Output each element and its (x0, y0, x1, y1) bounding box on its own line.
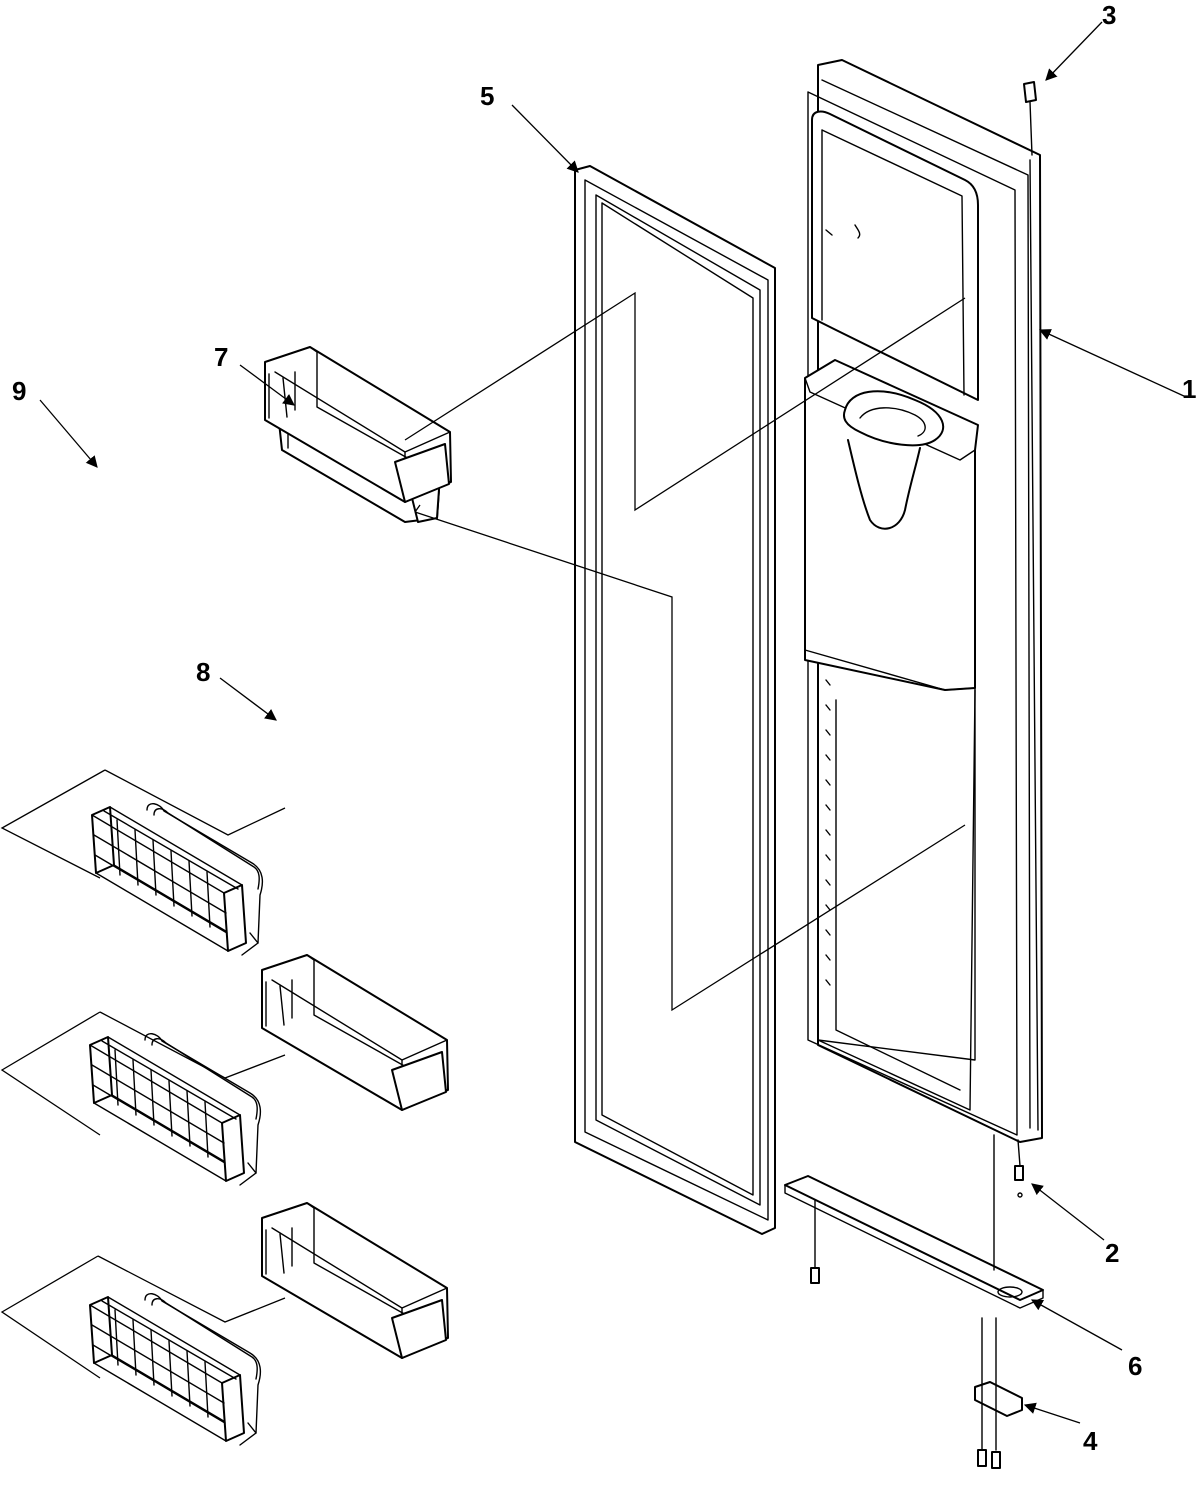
callout-leaders (39, 21, 1187, 1424)
door-gasket (574, 165, 776, 1235)
hinge-screw-top (1023, 81, 1037, 156)
callout-1: 1 (1182, 374, 1196, 404)
bottom-hinge-plate (784, 1134, 1044, 1309)
callout-8: 8 (196, 657, 210, 687)
hinge-screw-bottom (1014, 1139, 1024, 1198)
door-liner (804, 59, 1043, 1143)
door-bin-middle (261, 954, 449, 1111)
assembly-guide-lines (0, 291, 966, 1379)
wire-basket-middle (89, 1032, 262, 1186)
callout-labels: 1 2 3 4 5 6 7 8 9 (12, 0, 1196, 1456)
wire-basket-upper (91, 802, 264, 956)
callout-9: 9 (12, 376, 26, 406)
callout-7: 7 (214, 342, 228, 372)
callout-4: 4 (1083, 1426, 1098, 1456)
door-bin-lower (261, 1202, 449, 1359)
callout-6: 6 (1128, 1351, 1142, 1381)
hinge-bracket (974, 1317, 1023, 1469)
wire-basket-lower (89, 1292, 262, 1446)
callout-5: 5 (480, 81, 494, 111)
callout-3: 3 (1102, 0, 1116, 30)
callout-2: 2 (1105, 1238, 1119, 1268)
